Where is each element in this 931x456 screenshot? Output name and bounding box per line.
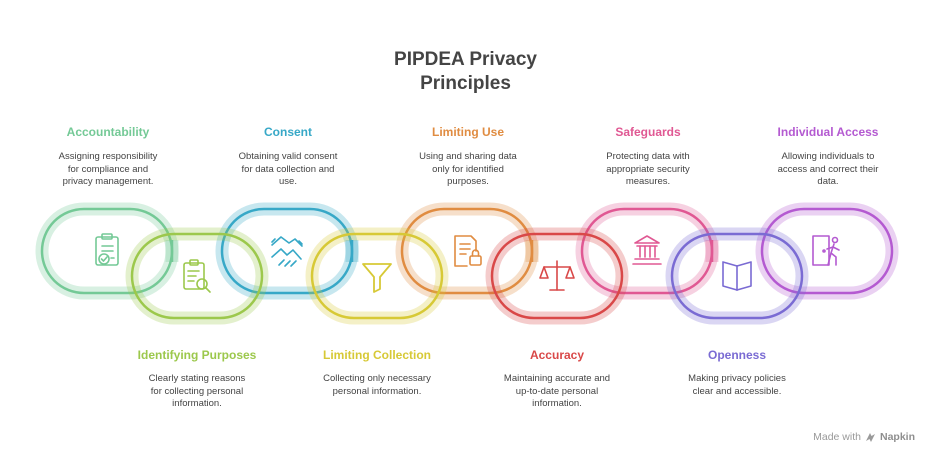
desc-line: clear and accessible. [692,385,782,397]
desc-line: Protecting data with [606,151,690,162]
desc-line: Making privacy policies [688,373,786,384]
label-consent: Consent [264,125,312,139]
desc-line: for data collection and [241,163,335,175]
desc-limiting-collection: Collecting only necessary personal infor… [307,373,447,398]
desc-limiting-use: Using and sharing data only for identifi… [398,151,538,189]
lighthouse-icon [632,235,662,265]
desc-line: Allowing individuals to [781,151,875,162]
desc-line: for compliance and [67,163,149,175]
clipboard-search-icon [183,259,211,293]
chain-link-limiting-collection [305,227,449,325]
title-line-1: PIPDEA Privacy [394,49,537,70]
desc-line: data. [817,176,839,187]
footer: Made with Napkin [813,431,915,443]
desc-line: Using and sharing data [419,151,517,162]
chain-link-limiting-use [395,202,539,300]
person-door-icon [812,235,840,266]
desc-line: purposes. [447,176,489,187]
label-accuracy: Accuracy [529,348,585,362]
open-book-icon [722,261,752,291]
label-limiting-collection: Limiting Collection [323,348,431,362]
desc-identifying-purposes: Clearly stating reasons for collecting p… [127,373,267,411]
document-lock-icon [454,235,482,267]
label-safeguards: Safeguards [615,125,681,139]
funnel-icon [362,263,392,293]
desc-line: up-to-date personal [515,385,599,397]
footer-made-with: Made with [813,431,861,443]
desc-consent: Obtaining valid consent for data collect… [218,151,358,189]
title-line-2: Principles [420,73,511,94]
desc-line: information. [172,398,222,409]
chain-link-identifying-purposes [125,227,269,325]
label-openness: Openness [707,348,767,362]
label-individual-access: Individual Access [777,125,879,139]
scales-icon [539,260,575,291]
desc-openness: Making privacy policies clear and access… [667,373,807,398]
desc-line: Clearly stating reasons [148,373,246,384]
desc-line: Obtaining valid consent [238,151,338,162]
desc-line: privacy management. [62,176,154,187]
label-limiting-use: Limiting Use [431,125,504,139]
label-identifying-purposes: Identifying Purposes [137,348,257,362]
label-accountability: Accountability [66,125,150,139]
desc-line: appropriate security [606,163,690,175]
page-title: PIPDEA Privacy Principles [0,48,931,96]
desc-line: use. [279,176,297,187]
desc-line: measures. [625,176,671,187]
chain-link-individual-access [755,202,899,300]
napkin-logo-icon [865,432,875,442]
chain-link-openness [665,227,809,325]
desc-line: only for identified [432,163,504,175]
desc-accuracy: Maintaining accurate and up-to-date pers… [487,373,627,411]
desc-line: information. [532,398,582,409]
desc-safeguards: Protecting data with appropriate securit… [578,151,718,189]
chain-link-accuracy [485,227,629,325]
footer-brand: Napkin [879,431,915,443]
chain-link-consent [215,202,359,300]
desc-line: for collecting personal [150,385,244,397]
checklist-icon [95,233,119,266]
desc-individual-access: Allowing individuals to access and corre… [758,151,898,189]
desc-line: personal information. [332,385,422,397]
desc-line: Collecting only necessary [323,373,431,384]
desc-line: Assigning responsibility [58,151,158,162]
chain-link-safeguards [575,202,719,300]
handshake-icon [271,236,303,267]
desc-accountability: Assigning responsibility for compliance … [38,151,178,189]
desc-line: access and correct their [777,163,879,175]
desc-line: Maintaining accurate and [503,373,611,384]
